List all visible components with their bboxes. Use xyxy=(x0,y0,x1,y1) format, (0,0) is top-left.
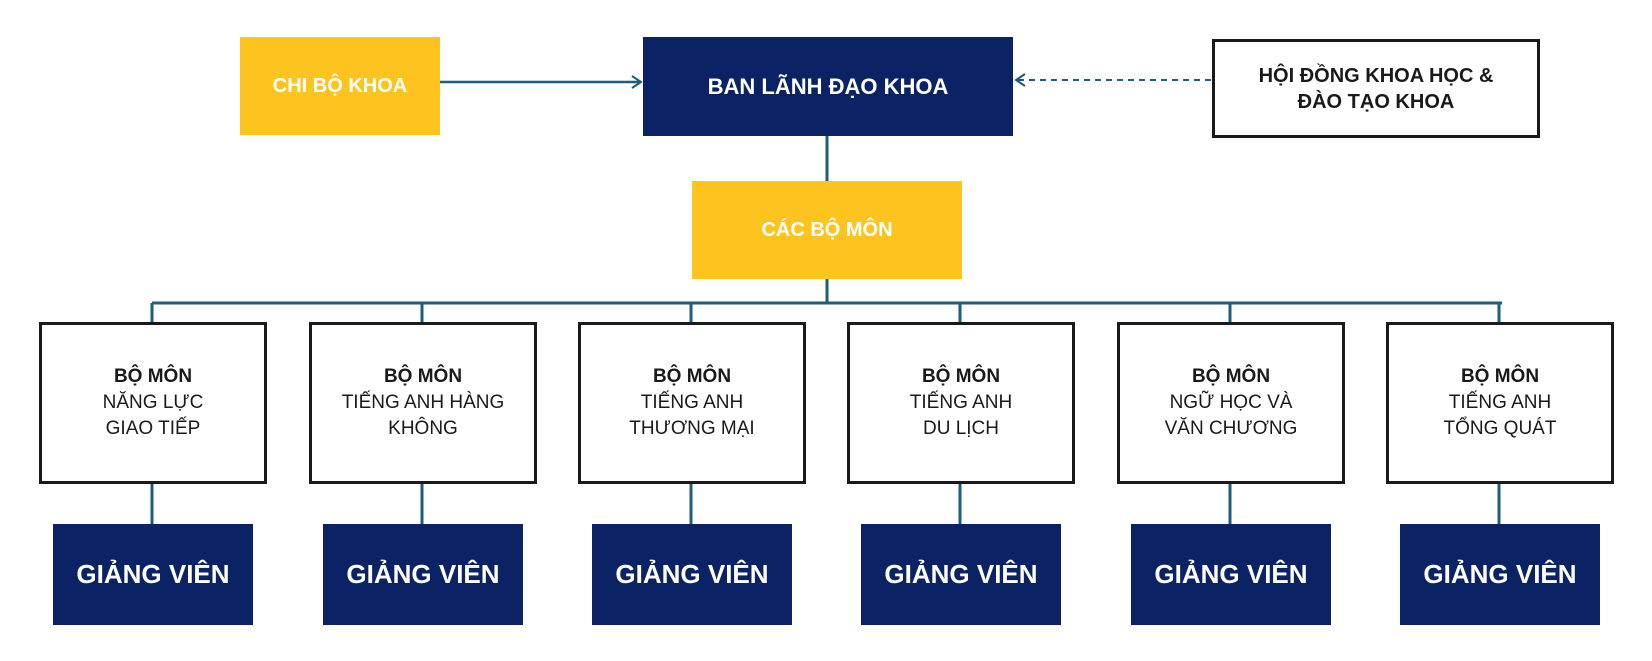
department-name-line2: GIAO TIẾP xyxy=(105,418,201,439)
party-cell-label: CHI BỘ KHOA xyxy=(272,74,408,97)
lecturer-box: GIẢNG VIÊN xyxy=(1131,524,1331,625)
department-name-line2: THƯƠNG MẠI xyxy=(629,418,755,439)
department-name-line1: NĂNG LỰC xyxy=(102,392,204,413)
department-title: BỘ MÔN xyxy=(1460,366,1540,387)
lecturer-label: GIẢNG VIÊN xyxy=(1423,559,1577,589)
department-name-line1: NGỮ HỌC VÀ xyxy=(1169,392,1293,413)
council-label-line2: ĐÀO TẠO KHOA xyxy=(1297,90,1455,113)
lecturer-box: GIẢNG VIÊN xyxy=(323,524,523,625)
department-name-line1: TIẾNG ANH xyxy=(640,392,744,413)
lecturer-label: GIẢNG VIÊN xyxy=(615,559,769,589)
department-name-line2: VĂN CHƯƠNG xyxy=(1164,418,1298,439)
department-title: BỘ MÔN xyxy=(383,366,463,387)
department-title: BỘ MÔN xyxy=(921,366,1001,387)
department-box: BỘ MÔN NĂNG LỰC GIAO TIẾP xyxy=(39,322,267,484)
department-box: BỘ MÔN TIẾNG ANH HÀNG KHÔNG xyxy=(309,322,537,484)
party-cell-box: CHI BỘ KHOA xyxy=(240,37,440,135)
department-name-line1: TIẾNG ANH xyxy=(1448,392,1552,413)
department-name-line2: TỔNG QUÁT xyxy=(1443,418,1557,439)
department-box: BỘ MÔN TIẾNG ANH TỔNG QUÁT xyxy=(1386,322,1614,484)
council-box: HỘI ĐỒNG KHOA HỌC & ĐÀO TẠO KHOA xyxy=(1212,39,1540,138)
department-to-lecturer-lines xyxy=(150,484,1501,524)
department-title: BỘ MÔN xyxy=(113,366,193,387)
departments-group-box: CÁC BỘ MÔN xyxy=(692,181,962,279)
department-name-line2: KHÔNG xyxy=(388,418,458,439)
lecturer-box: GIẢNG VIÊN xyxy=(861,524,1061,625)
council-label-line1: HỘI ĐỒNG KHOA HỌC & xyxy=(1258,64,1494,87)
department-box: BỘ MÔN TIẾNG ANH DU LỊCH xyxy=(847,322,1075,484)
department-drop-lines xyxy=(150,303,1501,322)
department-name-line1: TIẾNG ANH HÀNG xyxy=(341,392,505,413)
lecturer-box: GIẢNG VIÊN xyxy=(1400,524,1600,625)
department-title: BỘ MÔN xyxy=(1191,366,1271,387)
department-title: BỘ MÔN xyxy=(652,366,732,387)
department-name-line2: DU LỊCH xyxy=(922,418,999,439)
leadership-box: BAN LÃNH ĐẠO KHOA xyxy=(643,37,1013,136)
leadership-label: BAN LÃNH ĐẠO KHOA xyxy=(707,73,949,99)
lecturer-label: GIẢNG VIÊN xyxy=(346,559,500,589)
departments-group-label: CÁC BỘ MÔN xyxy=(761,218,893,241)
department-box: BỘ MÔN TIẾNG ANH THƯƠNG MẠI xyxy=(578,322,806,484)
department-box: BỘ MÔN NGỮ HỌC VÀ VĂN CHƯƠNG xyxy=(1117,322,1345,484)
lecturer-box: GIẢNG VIÊN xyxy=(592,524,792,625)
lecturer-label: GIẢNG VIÊN xyxy=(76,559,230,589)
lecturer-box: GIẢNG VIÊN xyxy=(53,524,253,625)
department-name-line1: TIẾNG ANH xyxy=(909,392,1013,413)
lecturer-label: GIẢNG VIÊN xyxy=(884,559,1038,589)
lecturer-label: GIẢNG VIÊN xyxy=(1154,559,1308,589)
